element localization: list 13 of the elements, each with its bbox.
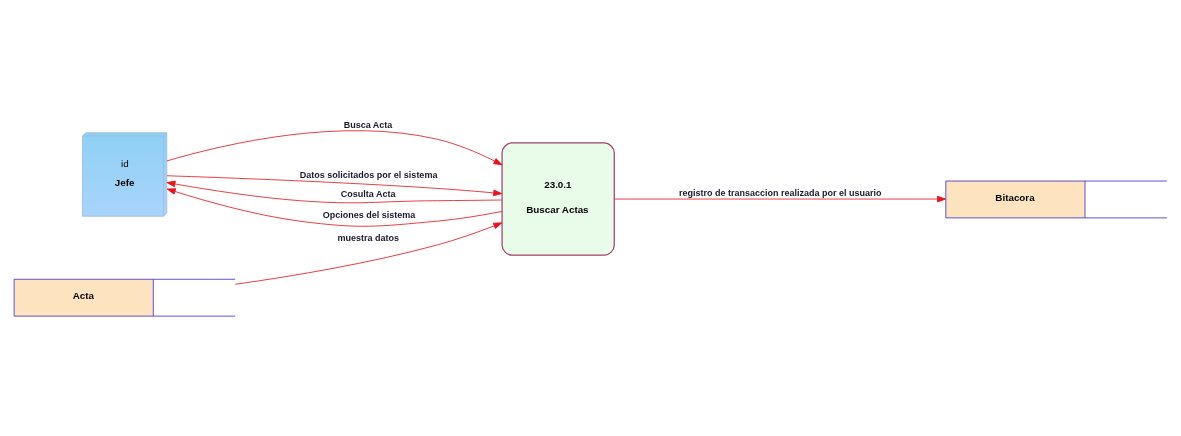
edge-label: Datos solicitados por el sistema: [299, 169, 438, 180]
edge-label: muestra datos: [337, 232, 400, 243]
edge-label: Cosulta Acta: [340, 188, 396, 199]
node-box: 23.0.1 Buscar Actas: [501, 141, 615, 256]
edge-label: Busca Acta: [343, 119, 393, 130]
arrow: [613, 195, 947, 202]
arrow: [166, 174, 503, 196]
arrow: [166, 187, 503, 227]
arrow: [166, 129, 503, 165]
arrow: [234, 221, 503, 285]
edge-label: registro de transaccion realizada por el usuario: [678, 187, 882, 198]
arrow: [166, 180, 503, 203]
edge-label: Opciones del sistema: [322, 209, 416, 220]
